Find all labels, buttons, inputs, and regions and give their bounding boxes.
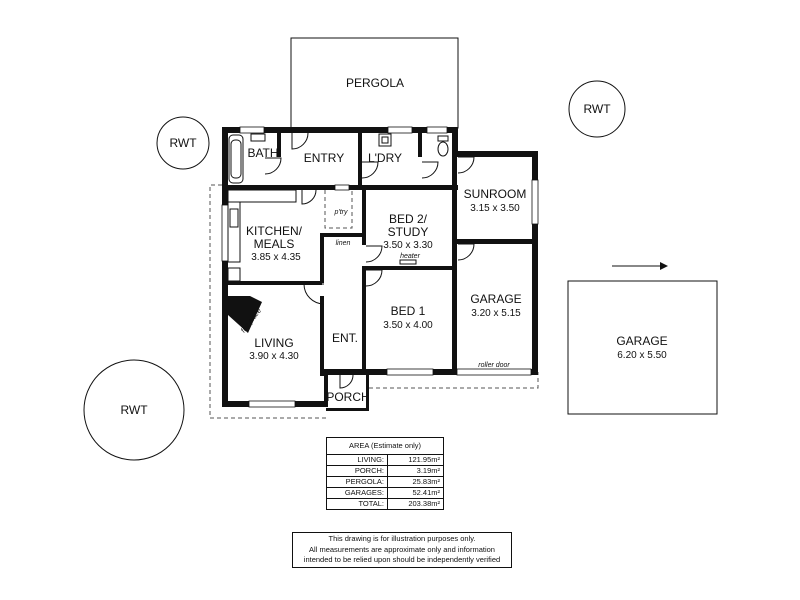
- garage-outer-label: GARAGE: [616, 334, 667, 348]
- rwt-tank-left: RWT: [156, 116, 210, 170]
- area-value: 121.95m²: [387, 454, 444, 466]
- bed2-dim: 3.50 x 3.30: [383, 240, 433, 251]
- area-value: 52.41m²: [387, 487, 444, 499]
- entry-label: ENTRY: [304, 151, 344, 165]
- area-value: 3.19m²: [387, 465, 444, 477]
- rwt-tank-right: RWT: [568, 80, 626, 138]
- table-row: TOTAL:203.38m²: [326, 498, 444, 510]
- bath-label: BATH: [247, 146, 278, 160]
- ent-label: ENT.: [332, 331, 358, 345]
- garage-outer-dim: 6.20 x 5.50: [617, 350, 667, 361]
- table-row: PERGOLA:25.83m²: [326, 476, 444, 488]
- toilet-icon: [437, 135, 449, 157]
- laundry-trough: [378, 133, 392, 147]
- sunroom-label: SUNROOM: [464, 187, 527, 201]
- area-table-title: AREA (Estimate only): [326, 437, 444, 455]
- area-label: LIVING:: [326, 454, 388, 466]
- bed2-label-2: STUDY: [388, 225, 429, 239]
- area-value: 203.38m²: [387, 498, 444, 510]
- table-row: GARAGES:52.41m²: [326, 487, 444, 499]
- table-row: LIVING:121.95m²: [326, 454, 444, 466]
- heater-label: heater: [400, 253, 421, 260]
- bed1-label: BED 1: [391, 304, 426, 318]
- disclaimer: This drawing is for illustration purpose…: [292, 532, 512, 568]
- doors: [264, 132, 475, 389]
- living-label: LIVING: [254, 336, 293, 350]
- windows: [221, 126, 539, 408]
- linen-label: linen: [336, 240, 351, 247]
- pergola-label: PERGOLA: [346, 76, 404, 90]
- ldry-sink: [381, 136, 389, 144]
- living-dim: 3.90 x 4.30: [249, 351, 299, 362]
- kitchen-bench: [227, 189, 297, 282]
- area-label: PORCH:: [326, 465, 388, 477]
- detached-garage: GARAGE 6.20 x 5.50: [567, 280, 718, 415]
- garage-inner-dim: 3.20 x 5.15: [471, 308, 521, 319]
- porch-label: PORCH: [326, 390, 369, 404]
- fireplace: [228, 296, 262, 333]
- bed1-dim: 3.50 x 4.00: [383, 320, 433, 331]
- garage-inner-label: GARAGE: [470, 292, 521, 306]
- kitchen-label-1: KITCHEN/: [246, 224, 303, 238]
- area-label: TOTAL:: [326, 498, 388, 510]
- kitchen-dim: 3.85 x 4.35: [251, 252, 301, 263]
- arrow-icon: [612, 262, 668, 270]
- pantry-label: p'try: [333, 209, 348, 216]
- table-row: PORCH:3.19m²: [326, 465, 444, 477]
- rwt-label: RWT: [120, 403, 148, 417]
- disclaimer-line: This drawing is for illustration purpose…: [328, 534, 476, 543]
- roller-door-label: roller door: [478, 362, 510, 369]
- rwt-label: RWT: [169, 136, 197, 150]
- eaves-outline: [209, 184, 539, 419]
- sunroom-dim: 3.15 x 3.50: [470, 203, 520, 214]
- ldry-label: L'DRY: [368, 151, 402, 165]
- rwt-label: RWT: [583, 102, 611, 116]
- area-table: AREA (Estimate only) LIVING:121.95m² POR…: [326, 437, 444, 510]
- disclaimer-line: intended to be relied upon should be ind…: [303, 555, 501, 564]
- heater-icon: [399, 259, 417, 265]
- rwt-tank-bottom: RWT: [83, 359, 185, 461]
- kitchen-label-2: MEALS: [254, 237, 295, 251]
- area-label: PERGOLA:: [326, 476, 388, 488]
- area-label: GARAGES:: [326, 487, 388, 499]
- disclaimer-line: All measurements are approximate only an…: [309, 544, 495, 554]
- area-value: 25.83m²: [387, 476, 444, 488]
- bed2-label-1: BED 2/: [389, 212, 428, 226]
- bath-tub: [228, 134, 244, 184]
- bath-vanity: [250, 133, 266, 142]
